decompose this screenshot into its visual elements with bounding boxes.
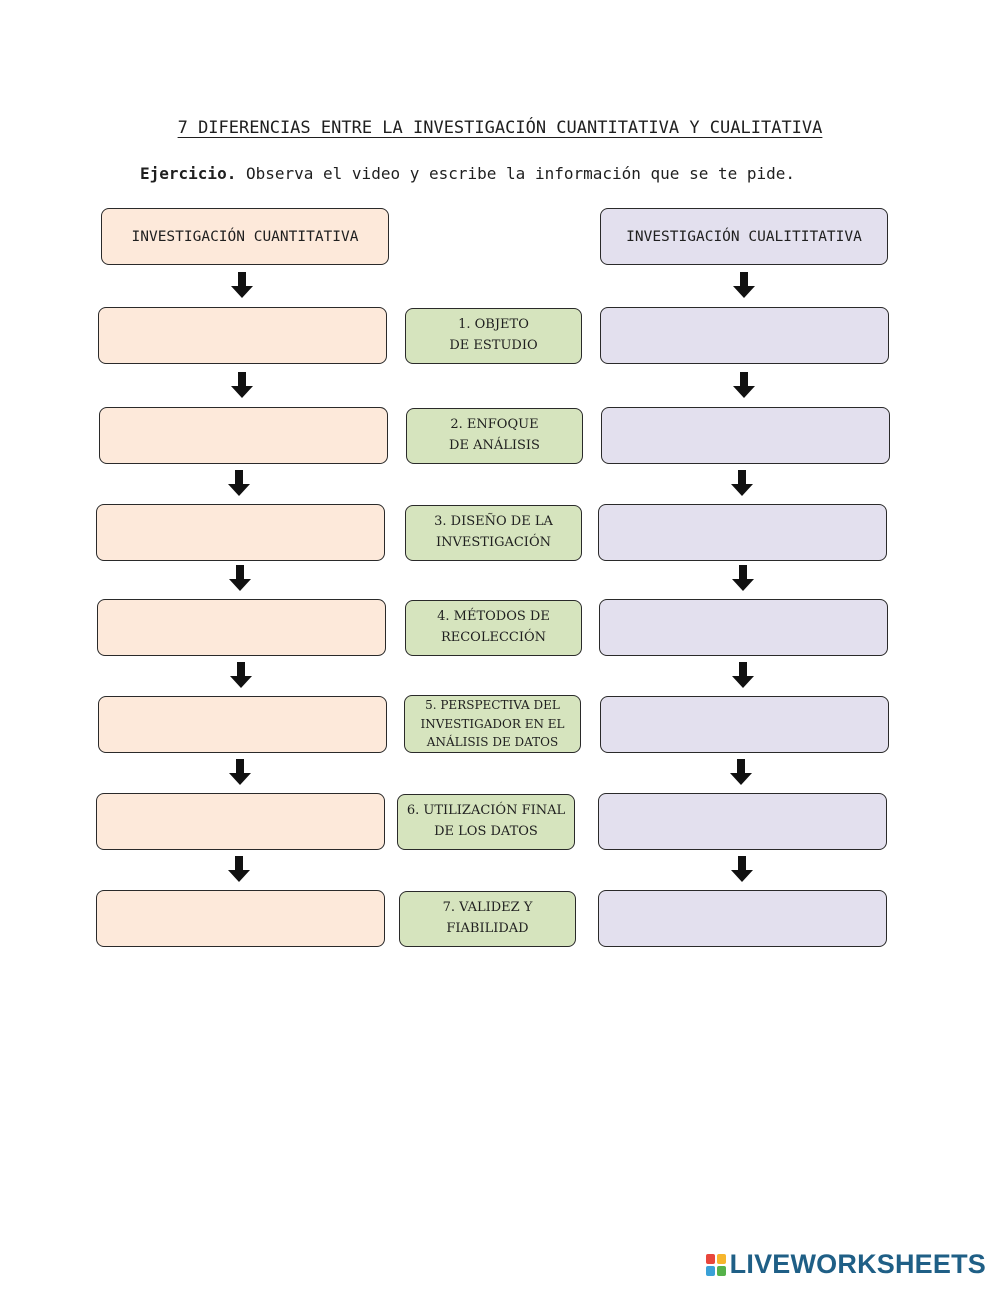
header-quantitative: INVESTIGACIÓN CUANTITATIVA [101, 208, 389, 265]
answer-box-qualitative-7[interactable] [598, 890, 887, 947]
down-arrow-icon [731, 856, 753, 882]
answer-box-qualitative-3[interactable] [598, 504, 887, 561]
down-arrow-icon [229, 759, 251, 785]
header-quantitative-label: INVESTIGACIÓN CUANTITATIVA [131, 228, 359, 245]
logo-text: LIVEWORKSHEETS [729, 1249, 986, 1279]
answer-box-quantitative-5[interactable] [98, 696, 387, 753]
worksheet-title: 7 DIFERENCIAS ENTRE LA INVESTIGACIÓN CUA… [177, 118, 823, 138]
down-arrow-icon [732, 565, 754, 591]
answer-box-qualitative-4[interactable] [599, 599, 888, 656]
criterion-label-6: 6. UTILIZACIÓN FINAL DE LOS DATOS [397, 794, 575, 850]
answer-box-quantitative-7[interactable] [96, 890, 385, 947]
criterion-label-4: 4. MÉTODOS DE RECOLECCIÓN [405, 600, 582, 656]
down-arrow-icon [230, 662, 252, 688]
criterion-label-7: 7. VALIDEZ Y FIABILIDAD [399, 891, 576, 947]
down-arrow-icon [231, 372, 253, 398]
answer-box-qualitative-2[interactable] [601, 407, 890, 464]
answer-box-qualitative-5[interactable] [600, 696, 889, 753]
down-arrow-icon [228, 470, 250, 496]
instruction-text: Ejercicio. Observa el video y escribe la… [140, 164, 795, 183]
down-arrow-icon [730, 759, 752, 785]
liveworksheets-logo: LIVEWORKSHEETS [705, 1249, 986, 1280]
down-arrow-icon [733, 272, 755, 298]
liveworksheets-logo-icon [705, 1253, 726, 1276]
criterion-label-2: 2. ENFOQUE DE ANÁLISIS [406, 408, 583, 464]
header-qualitative-label: INVESTIGACIÓN CUALITITATIVA [626, 228, 862, 245]
instruction-label: Ejercicio. [140, 164, 237, 183]
answer-box-qualitative-6[interactable] [598, 793, 887, 850]
answer-box-quantitative-6[interactable] [96, 793, 385, 850]
down-arrow-icon [731, 470, 753, 496]
down-arrow-icon [733, 372, 755, 398]
instruction-body: Observa el video y escribe la informació… [236, 164, 796, 183]
down-arrow-icon [231, 272, 253, 298]
down-arrow-icon [732, 662, 754, 688]
answer-box-quantitative-4[interactable] [97, 599, 386, 656]
criterion-label-1: 1. OBJETO DE ESTUDIO [405, 308, 582, 364]
criterion-label-3: 3. DISEÑO DE LA INVESTIGACIÓN [405, 505, 582, 561]
down-arrow-icon [228, 856, 250, 882]
down-arrow-icon [229, 565, 251, 591]
answer-box-quantitative-3[interactable] [96, 504, 385, 561]
answer-box-quantitative-2[interactable] [99, 407, 388, 464]
header-qualitative: INVESTIGACIÓN CUALITITATIVA [600, 208, 888, 265]
answer-box-qualitative-1[interactable] [600, 307, 889, 364]
answer-box-quantitative-1[interactable] [98, 307, 387, 364]
criterion-label-5: 5. PERSPECTIVA DEL INVESTIGADOR EN EL AN… [404, 695, 581, 753]
